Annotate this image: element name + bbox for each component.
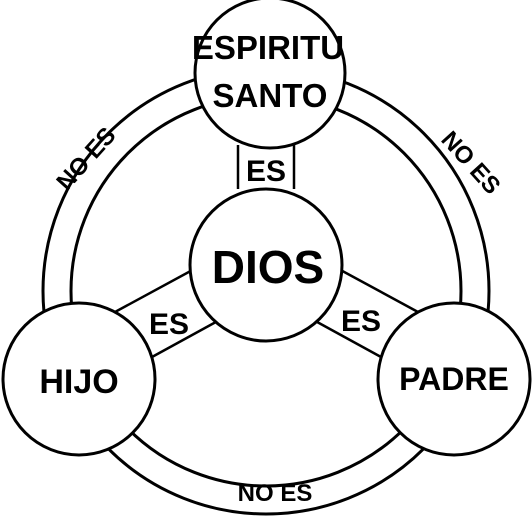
- edge-outer-bottom-label: NO ES: [238, 480, 313, 507]
- node-right-circle: [376, 301, 532, 457]
- edge-outer-top-left-label: NO ES: [51, 122, 121, 196]
- node-right-label: PADRE: [399, 361, 509, 397]
- edge-outer-top-right-label: NO ES: [436, 126, 506, 200]
- node-left-label: HIJO: [39, 363, 118, 401]
- node-top-circle: [193, 0, 347, 150]
- edge-center-top-label: ES: [246, 155, 286, 188]
- node-top-label-line1: ESPIRITU: [192, 29, 344, 66]
- edge-center-left-label: ES: [149, 308, 189, 341]
- connector-center-top: [236, 145, 296, 189]
- edge-center-right-label: ES: [341, 305, 381, 338]
- connector-center-left: [114, 265, 226, 359]
- node-center-circle: [188, 187, 344, 343]
- node-center-label: DIOS: [212, 241, 324, 293]
- node-left-circle: [1, 301, 157, 457]
- node-top-label-line2: SANTO: [213, 77, 328, 114]
- connector-center-right: [307, 265, 419, 359]
